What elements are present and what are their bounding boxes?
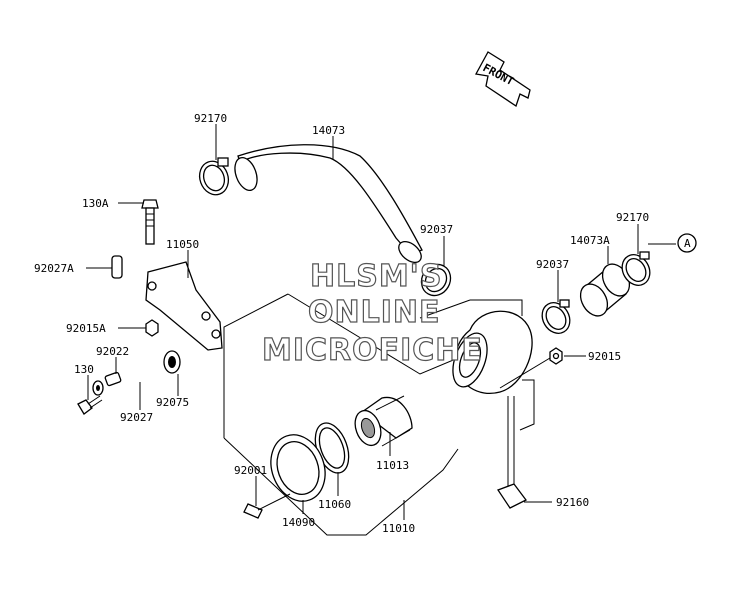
hose-clamp-92170-left — [198, 157, 230, 196]
callout-130: 130 — [74, 363, 94, 376]
callout-14073A: 14073A — [570, 234, 610, 247]
bolt-130 — [77, 395, 103, 415]
callout-A: A — [684, 237, 691, 250]
callout-92075: 92075 — [156, 396, 189, 409]
bolt-130A — [141, 199, 159, 245]
watermark-line-2: ONLINE — [308, 295, 441, 330]
grommet-92075 — [163, 350, 181, 374]
hose-clamp-92037-right — [541, 299, 571, 334]
reference-A-marker: A — [677, 233, 697, 253]
callout-92027A: 92027A — [34, 262, 74, 275]
collar-92027 — [104, 371, 122, 387]
callout-11013: 11013 — [376, 459, 409, 472]
drain-tube-92160 — [497, 396, 527, 509]
watermark-line-3: MICROFICHE — [262, 333, 483, 368]
callout-14090: 14090 — [282, 516, 315, 529]
watermark-line-1: HLSM'S — [310, 259, 442, 294]
callout-92027: 92027 — [120, 411, 153, 424]
callout-92022: 92022 — [96, 345, 129, 358]
front-direction-arrow: FRONT — [474, 51, 531, 108]
nut-92015A — [145, 319, 159, 337]
callout-92015: 92015 — [588, 350, 621, 363]
watermark: HLSM'S ONLINE MICROFICHE — [261, 258, 483, 368]
filter-element-11013 — [354, 395, 413, 447]
callout-92170-right: 92170 — [616, 211, 649, 224]
callout-labels: 92170 14073 130A 11050 92027A 92015A 920… — [34, 112, 697, 535]
callout-14073: 14073 — [312, 124, 345, 137]
cover-14090 — [270, 434, 326, 502]
nut-92015-right — [549, 347, 563, 365]
bracket-11050 — [145, 261, 223, 351]
assembly-outline — [223, 293, 535, 536]
callout-11060: 11060 — [318, 498, 351, 511]
wing-bolt-92001 — [243, 493, 291, 519]
leader-lines — [86, 124, 676, 520]
callout-92037-right: 92037 — [536, 258, 569, 271]
callout-92160: 92160 — [556, 496, 589, 509]
callout-92001: 92001 — [234, 464, 267, 477]
callout-92015A: 92015A — [66, 322, 106, 335]
gasket-11060 — [314, 422, 350, 474]
hose-clamp-92037-upper — [420, 263, 452, 297]
air-cleaner-housing-11010 — [452, 310, 551, 394]
callout-11050: 11050 — [166, 238, 199, 251]
hose-clamp-92170-right — [621, 251, 651, 286]
callout-92037-upper: 92037 — [420, 223, 453, 236]
callout-130A: 130A — [82, 197, 109, 210]
washer-92022 — [92, 380, 104, 396]
callout-11010: 11010 — [382, 522, 415, 535]
callout-92170-left: 92170 — [194, 112, 227, 125]
intake-duct-14073 — [234, 144, 423, 264]
collar-92027A — [111, 255, 123, 279]
